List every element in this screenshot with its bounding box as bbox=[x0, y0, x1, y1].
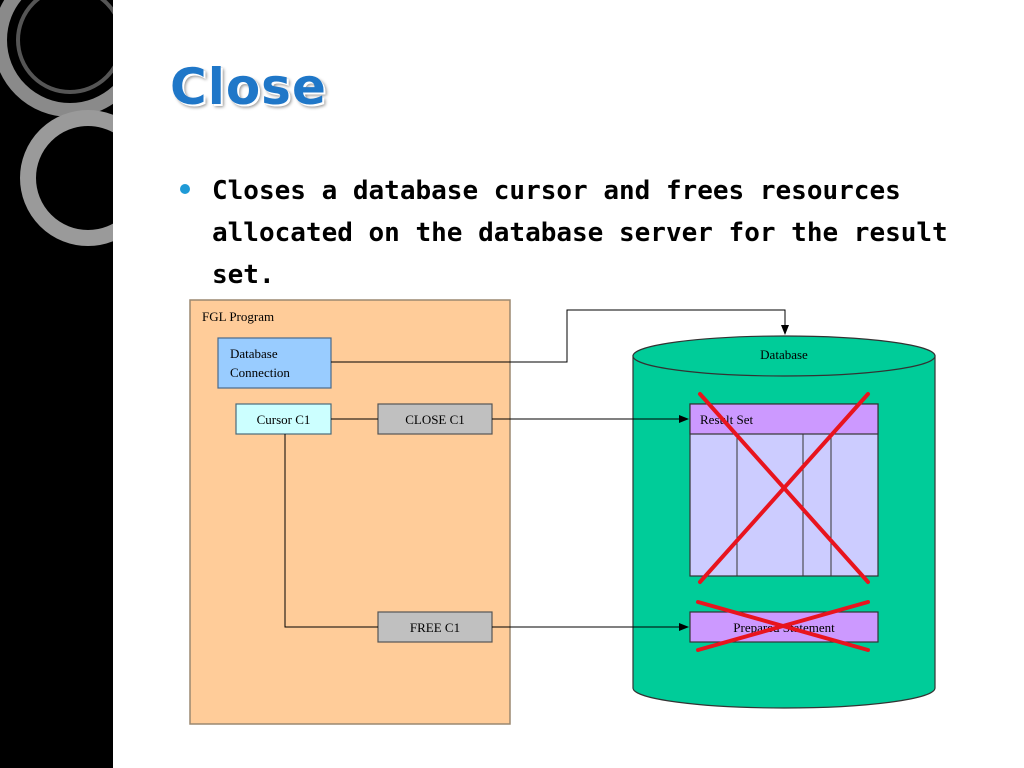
database-connection-label-line1: Database bbox=[230, 346, 278, 361]
decor-rings bbox=[0, 0, 113, 246]
prepared-statement-box bbox=[689, 611, 879, 643]
database-label: Database bbox=[760, 347, 808, 362]
database-connection-label-line2: Connection bbox=[230, 365, 290, 380]
cursor-to-free-line bbox=[284, 434, 378, 628]
database-connection-box bbox=[217, 337, 332, 389]
result-set-cross-icon bbox=[698, 392, 870, 584]
cursor-box bbox=[235, 403, 332, 435]
close-statement-label: CLOSE C1 bbox=[405, 412, 465, 427]
decor-ring-top bbox=[0, 0, 113, 117]
free-statement-label: FREE C1 bbox=[410, 620, 460, 635]
left-decor-band bbox=[0, 0, 113, 768]
prepared-statement-cross-icon bbox=[696, 600, 870, 652]
decor-ring-top-inner bbox=[16, 0, 113, 94]
bullet-dot-icon bbox=[180, 184, 190, 194]
cursor-label: Cursor C1 bbox=[257, 412, 311, 427]
bullet-text: Closes a database cursor and frees resou… bbox=[212, 176, 948, 290]
connection-to-database-arrow bbox=[331, 309, 789, 363]
fgl-program-label: FGL Program bbox=[202, 309, 274, 324]
slide-title: Close bbox=[170, 58, 327, 116]
result-set-label: Result Set bbox=[700, 412, 753, 427]
decor-ring-middle bbox=[20, 110, 113, 246]
database-cylinder-top bbox=[632, 335, 936, 377]
